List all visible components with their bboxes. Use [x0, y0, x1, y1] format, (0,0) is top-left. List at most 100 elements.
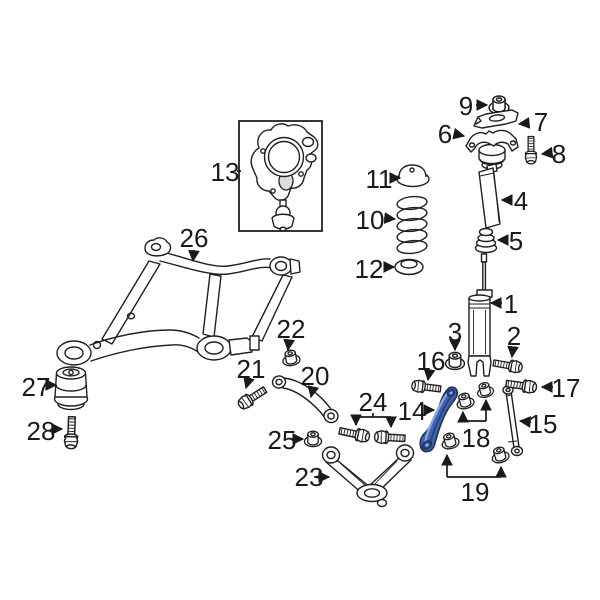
callout-7[interactable]: 7 — [517, 107, 548, 137]
part-19-nut-right — [489, 444, 511, 466]
callout-26[interactable]: 26 — [180, 223, 209, 263]
callout-15[interactable]: 15 — [518, 409, 558, 439]
callout-10-label[interactable]: 10 — [356, 205, 385, 235]
callout-10-arrow — [383, 212, 397, 224]
part-11-upper-isolator — [396, 164, 430, 188]
part-6-upper-mount — [465, 129, 519, 170]
callout-13-label[interactable]: 13 — [211, 157, 240, 187]
part-4-dust-shield — [478, 163, 501, 229]
callout-6[interactable]: 6 — [438, 119, 466, 149]
part-24-bolts — [337, 423, 406, 446]
callout-23[interactable]: 23 — [295, 462, 331, 492]
part-3-nut — [444, 351, 466, 371]
part-24-bolt-left — [337, 423, 372, 444]
callout-27-label[interactable]: 27 — [22, 372, 51, 402]
callout-24[interactable]: 24 — [350, 387, 397, 429]
callout-17-label[interactable]: 17 — [552, 373, 581, 403]
part-10-coil-spring — [396, 195, 428, 255]
part-2-bolt — [491, 356, 524, 375]
callout-19[interactable]: 19 — [441, 453, 507, 507]
callout-12-label[interactable]: 12 — [355, 254, 384, 284]
part-23-lower-control-arm — [321, 444, 415, 508]
callout-8[interactable]: 8 — [540, 139, 566, 169]
callout-27[interactable]: 27 — [22, 372, 58, 402]
callout-7-label[interactable]: 7 — [534, 107, 548, 137]
callout-20[interactable]: 20 — [301, 361, 330, 399]
part-24-bolt-right — [373, 429, 406, 446]
callout-3-label[interactable]: 3 — [448, 317, 462, 347]
part-13-knuckle — [250, 123, 319, 201]
part-26-subframe — [56, 237, 301, 366]
callout-9[interactable]: 9 — [459, 91, 489, 121]
part-14-upper-control-arm-highlighted[interactable] — [419, 386, 459, 453]
part-16-bolt — [410, 378, 442, 396]
callout-20-arrow — [307, 385, 320, 399]
callout-28-label[interactable]: 28 — [27, 416, 56, 446]
callout-26-label[interactable]: 26 — [180, 223, 209, 253]
callout-25-label[interactable]: 25 — [268, 425, 297, 455]
callout-20-label[interactable]: 20 — [301, 361, 330, 391]
callout-14[interactable]: 14 — [398, 396, 436, 426]
part-1-shock-absorber — [467, 253, 493, 377]
callout-5[interactable]: 5 — [496, 226, 523, 256]
part-7-retainer-plate — [473, 109, 519, 129]
callout-6-arrow — [452, 127, 466, 140]
callout-3[interactable]: 3 — [448, 317, 462, 352]
callout-8-arrow — [540, 146, 554, 159]
callouts: 1 2 3 4 5 6 7 8 — [22, 91, 581, 507]
part-18-nut-right — [474, 380, 496, 400]
callout-6-label[interactable]: 6 — [438, 119, 452, 149]
callout-1-label[interactable]: 1 — [504, 289, 518, 319]
callout-4-label[interactable]: 4 — [514, 186, 528, 216]
part-13-knuckle-box — [238, 120, 323, 232]
callout-2-arrow — [507, 345, 519, 359]
callout-23-label[interactable]: 23 — [295, 462, 324, 492]
part-5-bump-stop — [474, 227, 498, 254]
callout-2[interactable]: 2 — [507, 321, 521, 359]
callout-22-label[interactable]: 22 — [277, 314, 306, 344]
callout-5-label[interactable]: 5 — [509, 226, 523, 256]
callout-22-arrow — [283, 338, 296, 352]
part-12-lower-isolator — [394, 258, 424, 276]
callout-16-arrow — [423, 368, 436, 382]
callout-15-label[interactable]: 15 — [529, 409, 558, 439]
callout-19-label[interactable]: 19 — [461, 477, 490, 507]
callout-17[interactable]: 17 — [540, 373, 581, 403]
callout-11-label[interactable]: 11 — [366, 164, 393, 194]
part-20-lateral-arm — [271, 375, 339, 424]
part-15-toe-link — [502, 385, 524, 457]
part-27-bushing — [53, 366, 89, 411]
callout-7-arrow — [517, 117, 531, 129]
callout-25[interactable]: 25 — [268, 425, 305, 455]
callout-1[interactable]: 1 — [489, 289, 518, 319]
part-21-bolt — [235, 383, 270, 412]
callout-15-arrow — [518, 416, 532, 428]
callout-24-label[interactable]: 24 — [359, 387, 388, 417]
callout-21[interactable]: 21 — [237, 354, 266, 390]
part-28-bolt — [63, 415, 80, 450]
callout-18-label[interactable]: 18 — [462, 423, 491, 453]
callout-14-label[interactable]: 14 — [398, 396, 427, 426]
callout-10[interactable]: 10 — [356, 205, 397, 235]
callout-26-arrow — [188, 249, 200, 263]
callout-18[interactable]: 18 — [457, 398, 492, 453]
callout-11[interactable]: 11 — [366, 164, 402, 194]
part-19-nut-left — [439, 430, 461, 452]
part-18-nuts — [454, 380, 496, 412]
callout-8-label[interactable]: 8 — [552, 139, 566, 169]
callout-22[interactable]: 22 — [277, 314, 306, 352]
callout-16[interactable]: 16 — [417, 346, 446, 382]
callout-13[interactable]: 13 — [211, 157, 241, 187]
callout-21-arrow — [243, 376, 255, 390]
callout-28[interactable]: 28 — [27, 416, 64, 446]
callout-9-label[interactable]: 9 — [459, 91, 473, 121]
callout-2-label[interactable]: 2 — [507, 321, 521, 351]
part-13-ball-joint — [271, 199, 295, 232]
callout-12[interactable]: 12 — [355, 254, 396, 284]
callout-4[interactable]: 4 — [500, 186, 528, 216]
callout-16-label[interactable]: 16 — [417, 346, 446, 376]
part-22-nut — [280, 348, 302, 368]
callout-21-label[interactable]: 21 — [237, 354, 266, 384]
